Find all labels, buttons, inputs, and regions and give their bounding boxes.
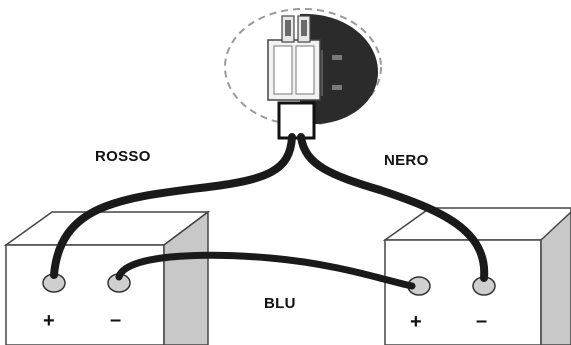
red-wire-label: ROSSO: [95, 148, 151, 165]
black-wire: [297, 133, 489, 282]
blue-wire: [115, 251, 416, 290]
left-negative-sign: –: [110, 309, 122, 331]
battery-left: [3, 210, 211, 345]
battery-right: [382, 207, 571, 345]
connector-detail: [224, 8, 382, 140]
right-positive-sign: +: [410, 311, 422, 333]
left-positive-sign: +: [43, 310, 55, 332]
plug-connector-icon: [267, 15, 342, 101]
connector-terminal-block: [277, 101, 316, 140]
black-wire-label: NERO: [384, 152, 429, 169]
right-negative-sign: –: [476, 310, 488, 332]
wires: [50, 133, 489, 290]
blue-wire-label: BLU: [264, 295, 296, 312]
magnifier-outline: [224, 8, 382, 126]
red-wire: [50, 133, 296, 279]
